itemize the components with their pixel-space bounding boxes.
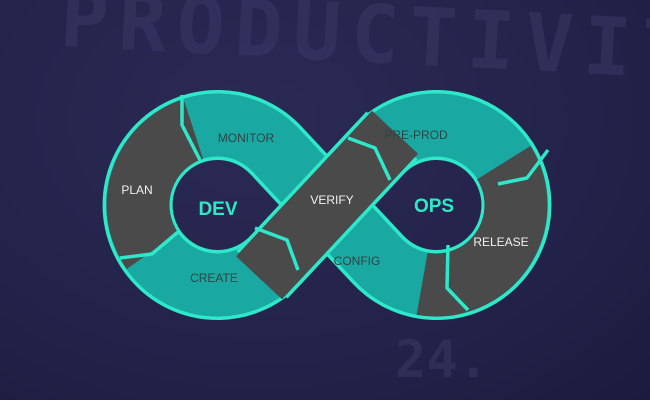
stage-create: CREATE: [190, 271, 238, 285]
hub-ops: OPS: [414, 196, 454, 217]
separator-verify-bottom: [254, 226, 300, 271]
infinity-loop-fill: [106, 93, 548, 317]
background-wall-number: 24.: [395, 330, 489, 390]
stage-pre-prod: PRE-PROD: [384, 128, 448, 142]
stage-verify: VERIFY: [310, 193, 353, 207]
stage-monitor: MONITOR: [218, 131, 275, 145]
separator-monitor-plan: [180, 95, 202, 161]
separator-preprod-release: [497, 148, 550, 186]
stage-plan: PLAN: [121, 183, 152, 197]
release-segment: [416, 145, 548, 317]
separator-plan-create: [119, 230, 180, 260]
stage-config: CONFIG: [334, 254, 381, 268]
hub-dev: DEV: [198, 199, 237, 220]
segment-separators: [119, 95, 550, 312]
plan-segment: [106, 98, 205, 269]
stage-release: RELEASE: [473, 235, 528, 249]
separator-verify-top: [347, 136, 392, 181]
separator-release-config: [445, 244, 470, 312]
verify-segment: [235, 110, 419, 300]
